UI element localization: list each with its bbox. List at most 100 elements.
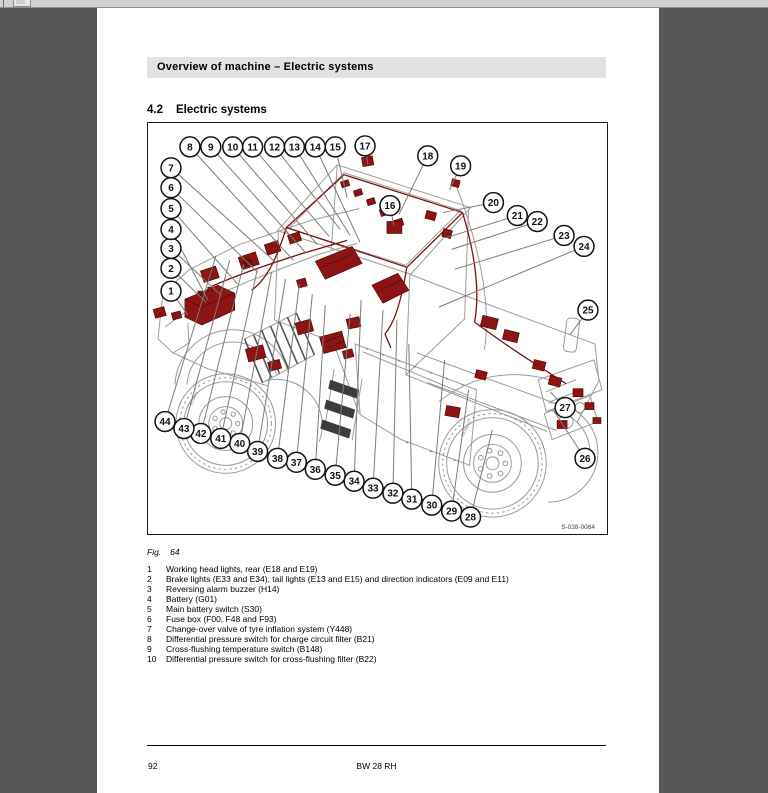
legend-item-number: 10	[147, 654, 157, 664]
svg-text:36: 36	[310, 465, 322, 476]
callout-7: 7	[160, 157, 182, 179]
figure-frame: BOMAG BOMAG	[147, 122, 608, 535]
viewer-canvas[interactable]: Overview of machine – Electric systems 4…	[0, 8, 768, 793]
electric-components	[152, 155, 602, 429]
svg-text:35: 35	[330, 471, 342, 482]
callout-leader-30	[431, 359, 446, 506]
svg-text:30: 30	[426, 501, 438, 512]
legend-item: 5 Main battery switch (S30)	[147, 604, 617, 614]
callout-leader-28	[470, 429, 493, 518]
svg-text:5: 5	[168, 204, 174, 215]
callout-14: 14	[304, 136, 327, 158]
radiator-grille-hatch	[243, 312, 316, 384]
svg-text:28: 28	[465, 513, 477, 524]
figure-caption: Fig. 64	[147, 547, 180, 557]
wiring-harness	[211, 174, 567, 385]
callout-1: 1	[160, 280, 182, 302]
callout-leader-12	[274, 146, 341, 230]
figure-caption-label: Fig.	[147, 547, 162, 557]
callout-leader-38	[276, 284, 300, 459]
callout-4: 4	[160, 218, 182, 241]
callout-leader-10	[232, 146, 318, 245]
callout-leader-23	[454, 234, 565, 270]
section-title: Electric systems	[176, 104, 267, 116]
legend-item-number: 4	[147, 594, 152, 604]
legend-item-text: Differential pressure switch for charge …	[166, 634, 375, 644]
callout-leader-43	[183, 260, 231, 429]
svg-text:8: 8	[187, 142, 193, 153]
callout-6: 6	[160, 176, 182, 199]
callout-leader-8	[189, 146, 294, 261]
callout-leader-22	[451, 221, 538, 250]
svg-text:1: 1	[168, 287, 174, 298]
svg-text:12: 12	[269, 142, 281, 153]
svg-text:38: 38	[272, 454, 284, 465]
legend-item-number: 6	[147, 614, 152, 624]
footer-page-number: 92	[148, 761, 158, 771]
callout-31: 31	[401, 488, 423, 510]
legend-item-text: Differential pressure switch for cross-f…	[166, 654, 377, 664]
callout-leader-44	[164, 256, 217, 422]
callout-34: 34	[343, 470, 365, 492]
svg-text:34: 34	[349, 477, 361, 488]
callout-leader-21	[446, 215, 518, 238]
machine-illustration: BOMAG BOMAG	[152, 135, 603, 531]
callout-leader-32	[392, 320, 398, 494]
callout-leader-35	[334, 314, 351, 476]
callout-leader-39	[257, 279, 286, 452]
svg-text:40: 40	[234, 439, 246, 450]
callout-leader-14	[314, 146, 361, 243]
callout-leader-31	[408, 343, 413, 500]
callout-24: 24	[573, 235, 595, 258]
toolbar-button-fragment-icon[interactable]	[13, 0, 31, 7]
svg-text:39: 39	[252, 447, 264, 458]
figure-caption-number: 64	[170, 547, 180, 557]
callout-36: 36	[304, 458, 327, 481]
callout-41: 41	[210, 427, 232, 450]
legend-item-number: 8	[147, 634, 152, 644]
callout-leader-40	[239, 272, 273, 444]
svg-text:6: 6	[168, 183, 174, 194]
legend-item-number: 9	[147, 644, 152, 654]
callout-leader-36	[314, 305, 326, 470]
svg-text:31: 31	[406, 495, 418, 506]
panel-rivets	[366, 348, 464, 462]
callout-leader-41	[220, 268, 259, 439]
callout-39: 39	[246, 440, 269, 463]
legend-item-text: Brake lights (E33 and E34), tail lights …	[166, 574, 509, 584]
legend-item-text: Main battery switch (S30)	[166, 604, 262, 614]
footer-model-name: BW 28 RH	[356, 761, 397, 771]
callout-17: 17	[354, 135, 376, 157]
callout-leader-24	[438, 245, 585, 308]
svg-text:27: 27	[560, 403, 572, 414]
svg-text:3: 3	[168, 244, 174, 255]
document-page: Overview of machine – Electric systems 4…	[97, 8, 659, 793]
callout-leader-7	[170, 167, 276, 263]
callout-leader-9	[210, 146, 306, 253]
callout-35: 35	[324, 464, 346, 486]
svg-text:41: 41	[215, 434, 227, 445]
legend-item-text: Working head lights, rear (E18 and E19)	[166, 564, 318, 574]
callout-12: 12	[263, 136, 286, 158]
callout-43: 43	[173, 417, 195, 440]
drawing-code-label: S-038-0064	[561, 524, 595, 531]
callout-leader-13	[293, 146, 351, 236]
section-number: 4.2	[147, 104, 163, 116]
callout-26: 26	[574, 447, 596, 470]
callout-11: 11	[241, 136, 264, 158]
svg-text:10: 10	[227, 142, 239, 153]
callout-20: 20	[482, 191, 505, 214]
callout-8: 8	[179, 136, 201, 158]
callout-leader-18	[398, 155, 429, 215]
callout-leader-11	[252, 146, 330, 237]
svg-text:33: 33	[367, 484, 379, 495]
svg-text:19: 19	[455, 161, 467, 172]
legend-item-number: 5	[147, 604, 152, 614]
svg-text:18: 18	[422, 151, 434, 162]
